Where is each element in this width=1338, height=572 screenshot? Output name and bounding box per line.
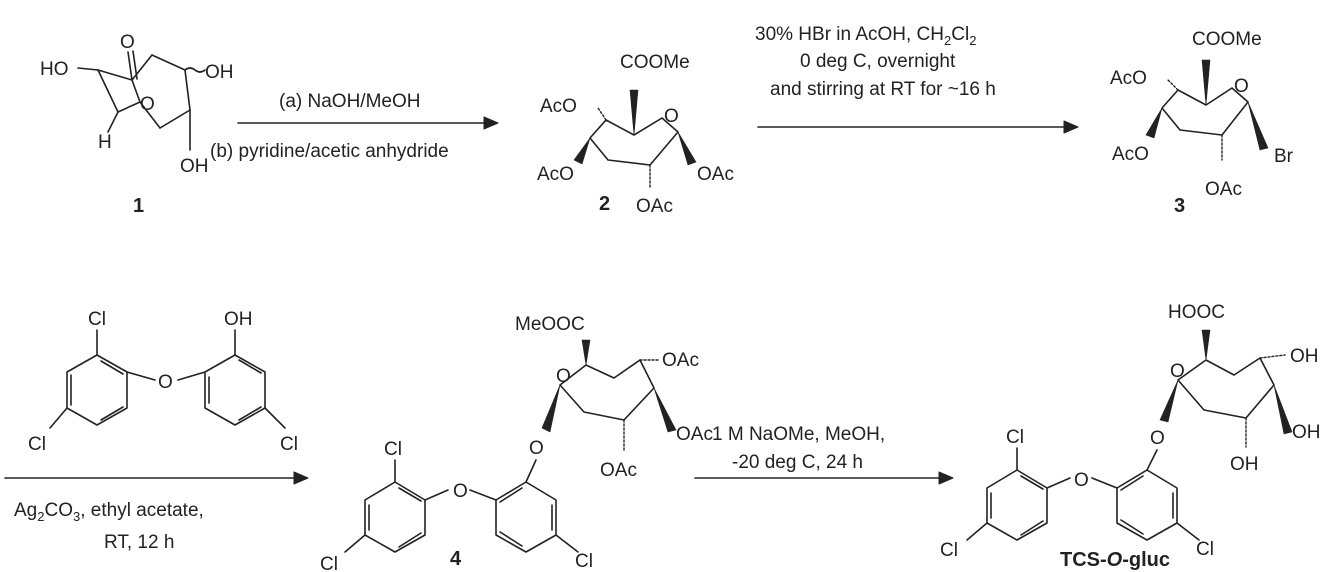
c1-bridge-o: O	[140, 94, 155, 115]
compound-number-1: 1	[133, 195, 144, 217]
product-hooc: HOOC	[1168, 302, 1225, 323]
compound-3: O COOMe AcO AcO Br OAc 3	[1110, 29, 1294, 217]
c4-cl-top: Cl	[384, 439, 402, 460]
c1-carbonyl-o: O	[120, 32, 135, 53]
c4-oac-bottom: OAc	[600, 460, 637, 481]
c2-oac-right: OAc	[697, 164, 734, 185]
c1-oh-bottom: OH	[180, 156, 209, 177]
product-tcs-o-gluc: O HOOC OH OH OH O Cl O Cl Cl TCS-O-gluc	[940, 302, 1321, 571]
phenol-o-ether: O	[158, 372, 173, 393]
compound-1: O O HO OH OH H 1	[40, 32, 234, 217]
arrow-2: 30% HBr in AcOH, CH2Cl2 0 deg C, overnig…	[755, 24, 1079, 134]
product-o-link: O	[1150, 428, 1165, 449]
compound-2: O COOMe AcO AcO OAc OAc 2	[537, 52, 734, 217]
arrow-4-condition-1: 1 M NaOMe, MeOH,	[712, 424, 885, 445]
c2-aco-top: AcO	[540, 96, 577, 117]
arrow-2-condition-3: and stirring at RT for ~16 h	[770, 79, 996, 100]
c4-o-link: O	[529, 438, 544, 459]
phenol-cl-left: Cl	[28, 434, 46, 455]
c2-oac-bottom: OAc	[636, 196, 673, 217]
arrow-4-condition-2: -20 deg C, 24 h	[732, 452, 863, 473]
c3-ring-o: O	[1234, 76, 1249, 97]
c4-cl-left: Cl	[320, 554, 338, 572]
product-oh-right: OH	[1292, 422, 1321, 443]
product-o-ether: O	[1074, 470, 1089, 491]
compound-number-2: 2	[599, 193, 610, 215]
arrow-1-condition-b: (b) pyridine/acetic anhydride	[210, 141, 449, 162]
arrow-4: 1 M NaOMe, MeOH, -20 deg C, 24 h	[694, 424, 954, 485]
product-name: TCS-O-gluc	[1060, 549, 1170, 571]
reagent-phenol: Cl Cl O OH Cl	[28, 309, 298, 455]
phenol-cl-top: Cl	[88, 309, 106, 330]
arrow-2-condition-2: 0 deg C, overnight	[800, 51, 956, 72]
c3-aco-left: AcO	[1112, 144, 1149, 165]
product-oh-top: OH	[1290, 346, 1319, 367]
c1-oh-right: OH	[205, 62, 234, 83]
arrow-1-condition-a: (a) NaOH/MeOH	[279, 91, 420, 112]
arrow-2-condition-1: 30% HBr in AcOH, CH2Cl2	[755, 24, 976, 48]
c4-cl-right: Cl	[575, 551, 593, 572]
compound-number-3: 3	[1174, 195, 1185, 217]
phenol-oh: OH	[224, 309, 253, 330]
phenol-cl-right: Cl	[280, 434, 298, 455]
product-ring-o: O	[1170, 361, 1185, 382]
arrow-3: Ag2CO3, ethyl acetate, RT, 12 h	[4, 471, 309, 553]
c3-coome: COOMe	[1192, 29, 1262, 50]
product-cl-top: Cl	[1006, 427, 1024, 448]
c4-meooc: MeOOC	[515, 314, 585, 335]
c2-coome: COOMe	[620, 52, 690, 73]
product-cl-left: Cl	[940, 540, 958, 561]
c4-o-ether: O	[453, 481, 468, 502]
c4-oac-top: OAc	[662, 350, 699, 371]
c4-oac-right: OAc	[676, 424, 713, 445]
compound-number-4: 4	[450, 548, 462, 570]
c4-ring-o: O	[556, 366, 571, 387]
c2-aco-left: AcO	[537, 164, 574, 185]
c3-aco-top: AcO	[1110, 68, 1147, 89]
c1-ho-left: HO	[40, 59, 69, 80]
product-oh-bottom: OH	[1230, 454, 1259, 475]
c3-br: Br	[1274, 146, 1294, 167]
arrow-3-condition-1: Ag2CO3, ethyl acetate,	[14, 500, 204, 524]
c3-oac-bottom: OAc	[1205, 179, 1242, 200]
arrow-1: (a) NaOH/MeOH (b) pyridine/acetic anhydr…	[210, 91, 499, 162]
compound-4: O MeOOC OAc OAc OAc O Cl O Cl Cl 4	[320, 314, 713, 572]
c2-ring-o: O	[664, 106, 679, 127]
c1-h: H	[98, 132, 112, 153]
arrow-3-condition-2: RT, 12 h	[104, 532, 174, 553]
product-cl-right: Cl	[1196, 539, 1214, 560]
